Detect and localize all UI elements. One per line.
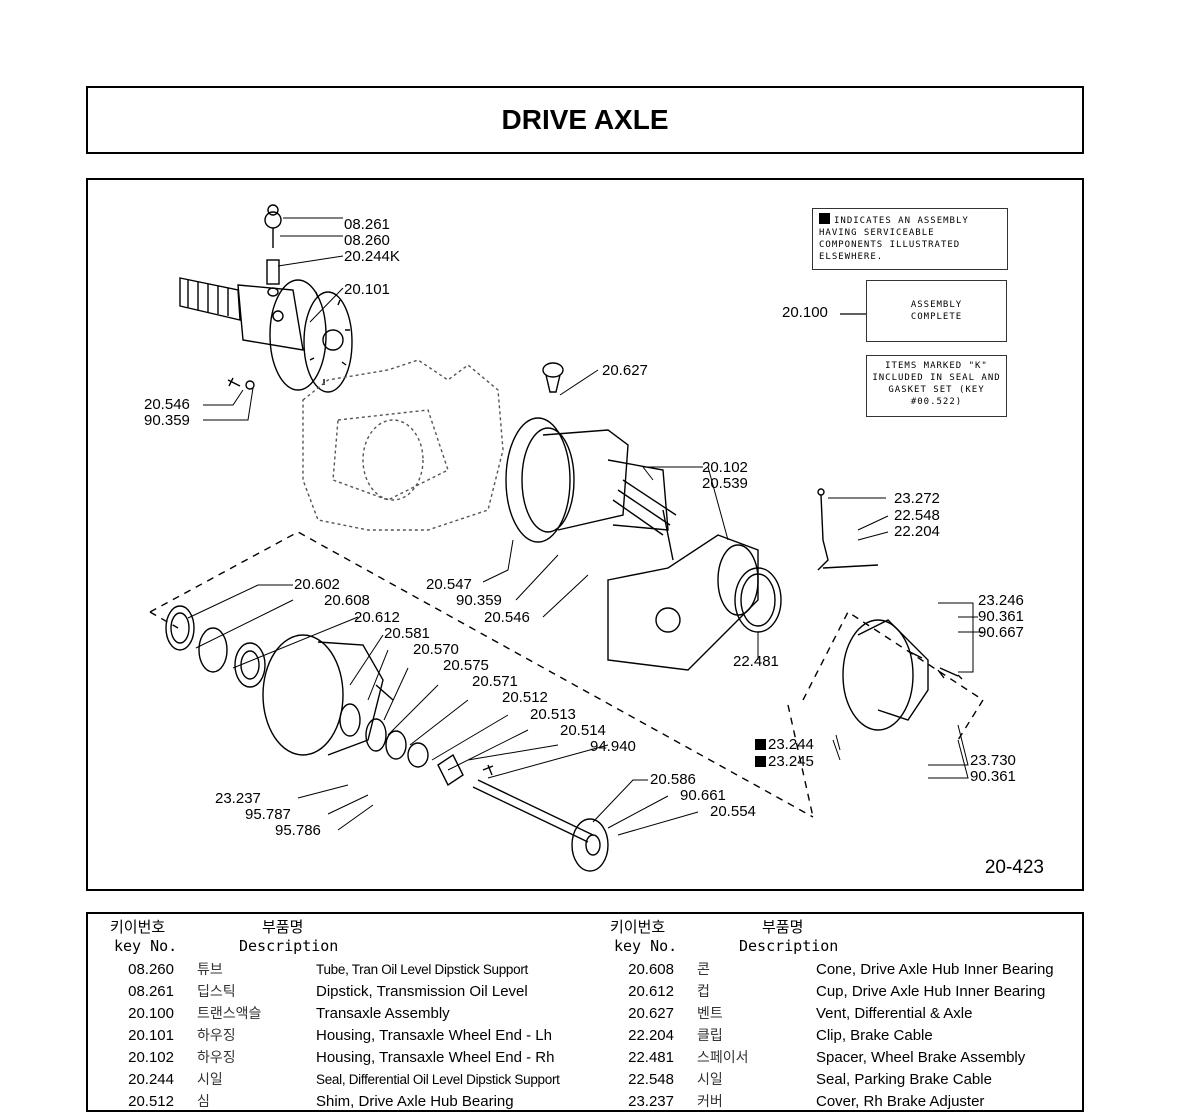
callout-label: 23.272	[894, 490, 940, 507]
callout-label: 23.730	[970, 752, 1016, 769]
dashed-outline-hub	[149, 531, 814, 818]
callout-label: 94.940	[590, 738, 636, 755]
callout-label: 20.571	[472, 673, 518, 690]
callout-label: 90.667	[978, 624, 1024, 641]
callout-label: 23.246	[978, 592, 1024, 609]
callout-label: 22.204	[894, 523, 940, 540]
callout-label: 20.547	[426, 576, 472, 593]
parts-table: 키이번호 key No. 부품명 Description 키이번호 key No…	[86, 912, 1084, 1112]
assembly-indicator-note: INDICATES AN ASSEMBLY HAVING SERVICEABLE…	[812, 208, 1008, 270]
callout-label: 20.575	[443, 657, 489, 674]
callout-label: 22.548	[894, 507, 940, 524]
callout-label: 20.513	[530, 706, 576, 723]
callout-label: 20.546	[484, 609, 530, 626]
callout-label: 90.361	[970, 768, 1016, 785]
desc-header-ko: 부품명	[262, 918, 304, 936]
assembly-complete-key: 20.100	[782, 304, 828, 321]
exploded-drawing	[149, 204, 984, 872]
callout-label: 08.260	[344, 232, 390, 249]
callout-label: 22.481	[733, 653, 779, 670]
callout-label: 20.101	[344, 281, 390, 298]
callout-label: 20.581	[384, 625, 430, 642]
callout-label: 90.661	[680, 787, 726, 804]
right-housing-part	[505, 417, 677, 561]
callout-label: 20.512	[502, 689, 548, 706]
figure-number: 20-423	[984, 857, 1044, 878]
brake-assembly-part	[842, 619, 963, 731]
transaxle-outline	[302, 359, 504, 531]
bolt-part-1	[227, 377, 241, 387]
key-header-ko: 키이번호	[610, 918, 666, 936]
callout-label: 20.514	[560, 722, 606, 739]
callout-label: 20.608	[324, 592, 370, 609]
dipstick-part	[264, 204, 282, 297]
callout-label: 20.570	[413, 641, 459, 658]
callout-label: 20.244K	[344, 248, 400, 265]
assembly-indicator-icon	[819, 213, 830, 224]
bearing-ring-parts	[365, 718, 494, 787]
callout-label: 20.602	[294, 576, 340, 593]
axle-shaft-part	[472, 779, 609, 872]
brake-cable-part	[817, 494, 879, 571]
hub-parts	[165, 605, 394, 756]
callout-label: 20.102	[702, 459, 748, 476]
callout-label: 90.359	[456, 592, 502, 609]
callout-label: 20.546	[144, 396, 190, 413]
left-housing-part	[179, 277, 353, 393]
callout-label: 08.261	[344, 216, 390, 233]
callout-label: 20.539	[702, 475, 748, 492]
seal-kit-note: ITEMS MARKED "K" INCLUDED IN SEAL AND GA…	[866, 355, 1007, 417]
callout-label: 23.244	[755, 737, 814, 753]
callout-label: 20.586	[650, 771, 696, 788]
callout-label: 23.245	[755, 754, 814, 770]
key-header-en: key No.	[614, 937, 678, 955]
key-header-ko: 키이번호	[110, 918, 166, 936]
callout-label: 20.612	[354, 609, 400, 626]
callout-label: 23.237	[215, 790, 261, 807]
key-header-en: key No.	[114, 937, 178, 955]
callout-label: 95.787	[245, 806, 291, 823]
assembly-complete-note: ASSEMBLY COMPLETE	[866, 280, 1007, 342]
callout-label: 95.786	[275, 822, 321, 839]
callout-label: 90.361	[978, 608, 1024, 625]
desc-header-ko: 부품명	[762, 918, 804, 936]
vent-part	[542, 362, 564, 393]
callout-label: 20.554	[710, 803, 756, 820]
callout-label: 90.359	[144, 412, 190, 429]
page-title: DRIVE AXLE	[501, 104, 669, 135]
title-box: DRIVE AXLE	[86, 86, 1084, 154]
desc-header-en: Description	[739, 937, 839, 955]
callout-label: 20.627	[602, 362, 648, 379]
dashed-outline-brake	[802, 610, 984, 741]
desc-header-en: Description	[239, 937, 339, 955]
exploded-diagram: 08.261 08.260 20.244K 20.101 20.546 90.3…	[86, 178, 1084, 891]
